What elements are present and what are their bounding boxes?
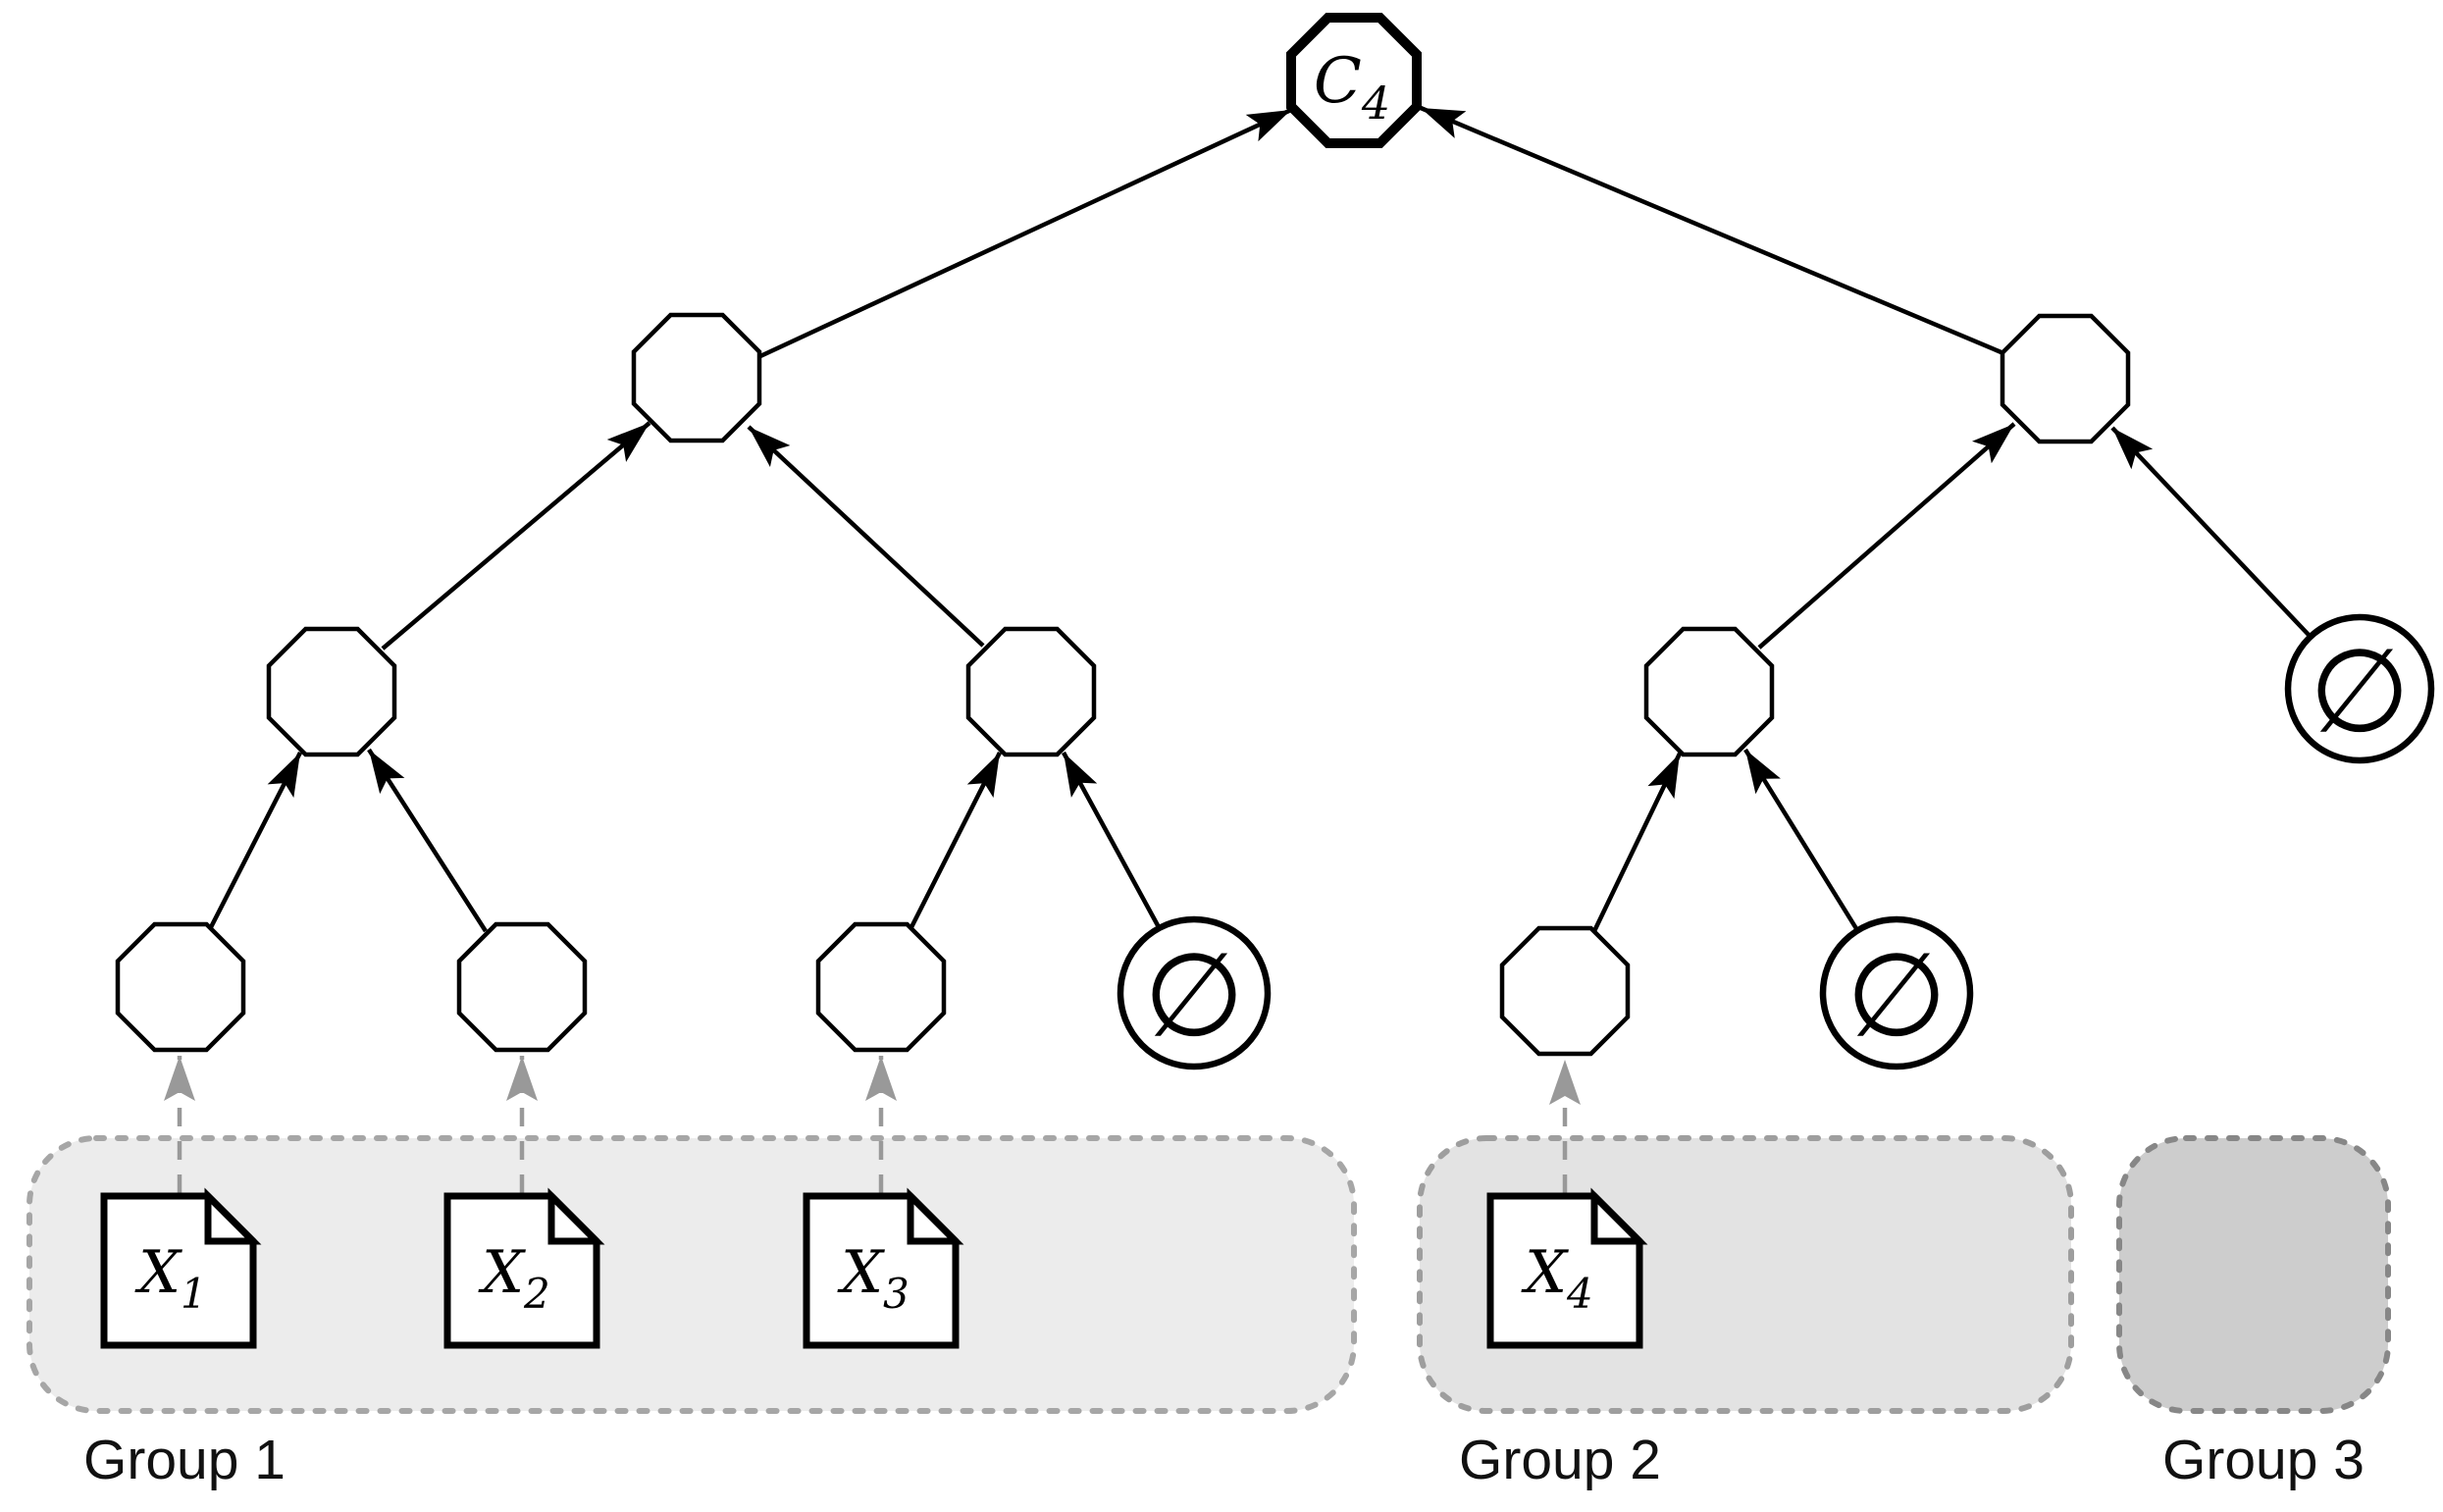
- group-1-region: [26, 1135, 1357, 1414]
- document-fold-corner: [547, 1187, 605, 1245]
- empty-set-node-far: [1819, 915, 1974, 1070]
- document-fold-corner: [1590, 1187, 1648, 1245]
- documents: X1 X2 X3 X4: [100, 1187, 1648, 1349]
- document-icon-x2: X2: [443, 1187, 605, 1349]
- empty-set-node-right: [2284, 613, 2435, 764]
- edge-mid2-internal-left: [747, 425, 985, 648]
- document-fold-corner: [907, 1187, 964, 1245]
- group-3-label: Group 3: [2162, 1429, 2365, 1491]
- document-icon-x1: X1: [100, 1187, 262, 1349]
- leaf-node-1: [118, 924, 243, 1050]
- mid-node-1: [269, 629, 394, 755]
- group-1-label: Group 1: [83, 1429, 286, 1491]
- edge-internal-left-root: [759, 107, 1292, 359]
- tree-nodes: ∅ ∅ ∅ C4: [118, 18, 2435, 1070]
- edge-leaf3-mid2: [909, 751, 1003, 929]
- dashed-edges: [164, 1056, 1581, 1193]
- document-fold-corner: [204, 1187, 262, 1245]
- leaf-node-3: [818, 924, 944, 1050]
- document-icon-x3: X3: [803, 1187, 964, 1349]
- mid-node-3: [1646, 629, 1772, 755]
- edge-mid3-internal-right: [1757, 422, 2016, 650]
- solid-edges: [208, 105, 2311, 933]
- edge-leaf1-mid1: [208, 751, 303, 929]
- edge-emptyright-internal-right: [2110, 426, 2311, 637]
- root-node-label: C4: [1314, 45, 1390, 130]
- edge-internal-right-root: [1420, 105, 2004, 356]
- empty-set-symbol: ∅: [1846, 927, 1948, 1063]
- mid-node-2: [968, 629, 1094, 755]
- empty-set-symbol: ∅: [1144, 927, 1245, 1063]
- leaf-node-4: [1502, 928, 1628, 1054]
- document-icon-x4: X4: [1486, 1187, 1648, 1349]
- document-label: X1: [134, 1238, 206, 1318]
- group-3-region: [2116, 1135, 2391, 1414]
- document-label: X3: [837, 1238, 909, 1318]
- document-label: X4: [1521, 1238, 1592, 1318]
- edge-leaf4-mid3: [1591, 753, 1683, 932]
- internal-node-left: [634, 315, 759, 441]
- leaf-node-2: [459, 924, 585, 1050]
- edge-mid1-internal-left: [381, 421, 651, 651]
- edge-emptyfar-mid3: [1743, 748, 1859, 932]
- empty-set-symbol: ∅: [2310, 623, 2411, 758]
- group-regions: Group 1 Group 2 Group 3: [26, 1135, 2391, 1491]
- document-label: X2: [478, 1238, 549, 1318]
- group-2-label: Group 2: [1459, 1429, 1661, 1491]
- edge-leaf2-mid1: [367, 748, 488, 933]
- edge-emptymid-mid2: [1062, 751, 1161, 929]
- empty-set-node-mid: [1117, 915, 1272, 1070]
- internal-node-right: [2002, 316, 2128, 442]
